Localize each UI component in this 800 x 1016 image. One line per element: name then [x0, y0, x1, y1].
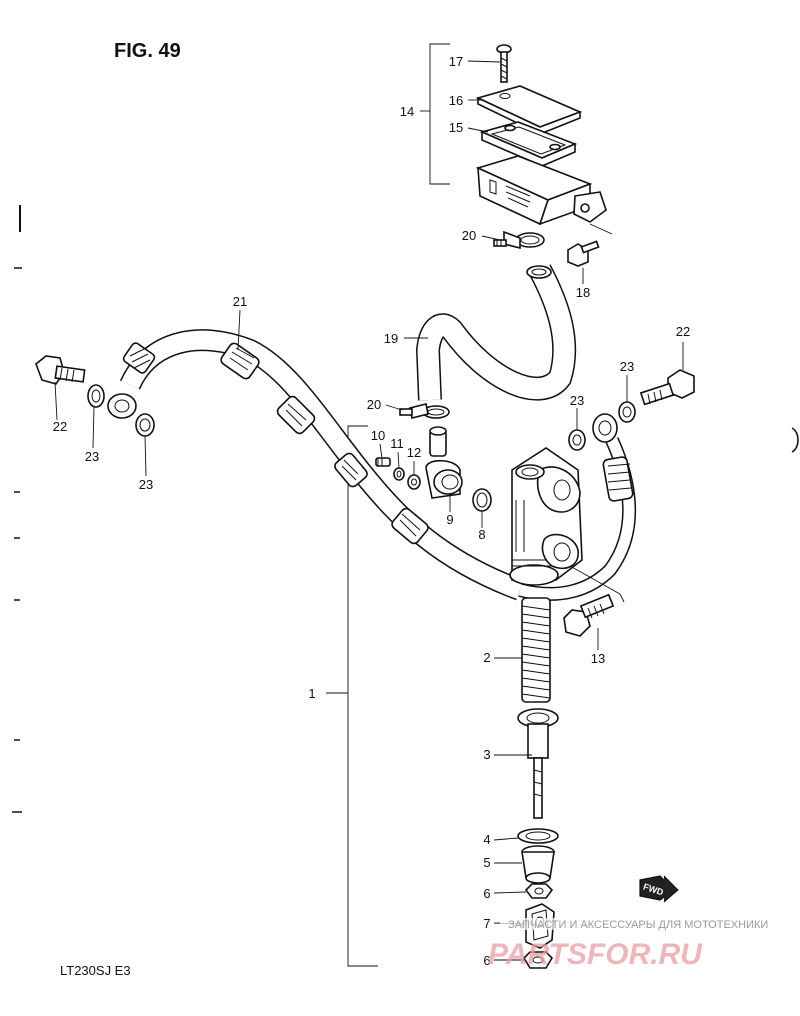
reservoir-body	[475, 155, 613, 235]
label-part-1: 1	[308, 686, 315, 701]
label-part-23-b: 23	[139, 477, 153, 492]
master-cylinder-body	[509, 447, 625, 603]
bolt-13	[563, 593, 615, 637]
label-part-14: 14	[400, 104, 414, 119]
reservoir-cap-16	[475, 85, 583, 135]
watermark-tagline: ЗАПЧАСТИ И АКСЕССУАРЫ ДЛЯ МОТОТЕХНИКИ	[508, 919, 768, 931]
label-part-22-left: 22	[53, 419, 67, 434]
label-part-6-upper: 6	[483, 886, 490, 901]
bracket-1	[326, 425, 378, 967]
label-part-4: 4	[483, 832, 490, 847]
washer-11	[393, 467, 405, 481]
forward-arrow-icon: FWD	[639, 875, 679, 903]
label-part-8: 8	[478, 527, 485, 542]
diaphragm-15	[479, 121, 578, 167]
reservoir-hose-19	[415, 264, 577, 401]
model-code: LT230SJ E3	[60, 963, 131, 978]
hose-clip-20-upper	[493, 230, 545, 250]
washer-23-a	[87, 384, 105, 408]
label-part-2: 2	[483, 650, 490, 665]
washer-23-b	[135, 413, 155, 437]
part-labels: 1 2 3 4 5 6 6 7 8 9 10 11 12 13 14 15 16…	[53, 54, 690, 968]
figure-title: FIG. 49	[114, 40, 181, 62]
label-part-5: 5	[483, 855, 490, 870]
washer-12	[407, 474, 421, 490]
label-part-3: 3	[483, 747, 490, 762]
scan-edge-marks	[12, 205, 22, 813]
label-part-9: 9	[446, 512, 453, 527]
label-part-23-d: 23	[570, 393, 584, 408]
watermark: ЗАПЧАСТИ И АКСЕССУАРЫ ДЛЯ МОТОТЕХНИКИ PA…	[488, 918, 768, 971]
label-part-22-right: 22	[676, 324, 690, 339]
o-ring-8	[472, 488, 492, 512]
boot-5	[521, 845, 555, 884]
label-part-12: 12	[407, 445, 421, 460]
nut-6-lower	[522, 951, 554, 969]
label-part-10: 10	[371, 428, 385, 443]
banjo-bolt-22-left	[35, 355, 86, 385]
label-part-23-a: 23	[85, 449, 99, 464]
label-part-17: 17	[449, 54, 463, 69]
banjo-bolt-22-right	[639, 369, 695, 406]
spring-2	[521, 597, 551, 703]
label-part-16: 16	[449, 93, 463, 108]
washer-23-c	[568, 429, 586, 451]
label-part-7: 7	[483, 916, 490, 931]
bolt-18	[567, 240, 600, 267]
screw-10	[375, 457, 391, 467]
piston-3	[517, 708, 559, 819]
washer-23-d	[618, 401, 636, 423]
circlip-4	[517, 828, 559, 844]
label-part-13: 13	[591, 651, 605, 666]
label-part-20-lower: 20	[367, 397, 381, 412]
watermark-brand: PARTSFOR.RU	[488, 938, 703, 971]
union-9	[425, 426, 463, 499]
brake-hose-21	[107, 329, 637, 601]
label-part-20-upper: 20	[462, 228, 476, 243]
label-part-6-lower: 6	[483, 953, 490, 968]
label-part-11: 11	[390, 436, 404, 451]
hose-clip-20-lower	[399, 403, 450, 419]
nut-6-upper	[524, 883, 554, 899]
edge-mark	[791, 427, 799, 453]
label-part-21: 21	[233, 294, 247, 309]
label-part-18: 18	[576, 285, 590, 300]
leader-lines	[54, 60, 684, 961]
label-part-15: 15	[449, 120, 463, 135]
screw-17	[496, 44, 512, 83]
label-part-23-c: 23	[620, 359, 634, 374]
label-part-19: 19	[384, 331, 398, 346]
bracket-14	[420, 43, 450, 185]
